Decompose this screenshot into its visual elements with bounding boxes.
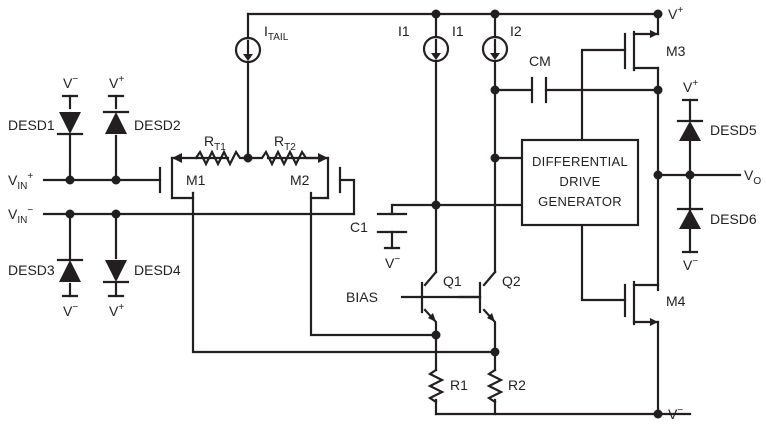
- bjt-q1: [420, 281, 436, 322]
- m2-source-arrow: [318, 153, 328, 163]
- label-i2: I2: [510, 23, 522, 39]
- label-desd2-v-plus: V+: [109, 74, 124, 91]
- diode-desd1: [56, 112, 84, 136]
- diode-desd5: [676, 119, 704, 141]
- diode-desd3: [56, 258, 84, 282]
- label-bias: BIAS: [346, 289, 378, 305]
- diode-desd6: [676, 207, 704, 229]
- label-desd2: DESD2: [134, 117, 181, 133]
- junction-dot: [65, 175, 75, 185]
- label-c1: C1: [350, 219, 368, 235]
- label-m3: M3: [666, 43, 686, 59]
- resistor-rt1: [194, 149, 250, 167]
- junction-dot: [431, 9, 441, 19]
- m1-source-arrow: [172, 153, 182, 163]
- junction-dot: [653, 170, 663, 180]
- label-desd3: DESD3: [8, 262, 55, 278]
- junction-dot: [490, 347, 500, 357]
- junction-dot: [685, 170, 695, 180]
- box-label-line1: DIFFERENTIAL: [532, 154, 628, 169]
- bjt-q2: [478, 281, 495, 322]
- label-r2: R2: [508, 377, 526, 393]
- mosfet-m3: [623, 30, 658, 72]
- label-m4: M4: [666, 293, 686, 309]
- label-i1-right: I1: [452, 23, 464, 39]
- label-desd1: DESD1: [8, 117, 55, 133]
- labels: V+ V− ITAIL I1 I1 I2 CM M3 M4 RT1 RT2 M1…: [8, 5, 761, 422]
- label-i-tail: ITAIL: [264, 23, 289, 43]
- junction-dot: [653, 85, 663, 95]
- label-vin-minus: VIN−: [8, 205, 33, 226]
- label-desd6-v-minus: V−: [683, 256, 698, 273]
- label-r1: R1: [450, 377, 468, 393]
- resistor-rt2: [246, 149, 320, 167]
- capacitor-c1: [376, 212, 408, 234]
- label-m2: M2: [290, 172, 310, 188]
- label-rt1: RT1: [204, 133, 226, 153]
- label-desd5-v-plus: V+: [683, 78, 698, 95]
- label-desd6: DESD6: [710, 211, 757, 227]
- differential-drive-generator-box: [520, 138, 640, 227]
- label-rt2: RT2: [274, 133, 296, 153]
- box-label-line3: GENERATOR: [538, 194, 622, 209]
- resistor-r2: [486, 368, 504, 404]
- junction-dot: [653, 9, 663, 19]
- diode-desd2: [102, 110, 130, 134]
- label-v-plus-top: V+: [668, 5, 683, 22]
- junction-dot: [653, 409, 663, 419]
- mosfet-m4: [623, 280, 658, 326]
- junction-dot: [111, 209, 121, 219]
- junction-dot: [65, 209, 75, 219]
- diode-desd4: [102, 260, 130, 284]
- label-desd1-v-minus: V−: [63, 74, 78, 91]
- junction-dot: [490, 9, 500, 19]
- label-vo: VO: [744, 167, 761, 187]
- current-source-i2: [481, 35, 509, 63]
- label-desd3-v-minus: V−: [63, 302, 78, 319]
- junction-dot: [431, 330, 441, 340]
- label-v-minus-bottom: V−: [668, 405, 683, 422]
- junction-dots: [65, 9, 695, 419]
- label-desd4-v-plus: V+: [109, 302, 124, 319]
- current-source-i1: [422, 35, 450, 63]
- label-vin-plus: VIN+: [8, 171, 33, 192]
- label-i1-left: I1: [398, 23, 410, 39]
- label-cm: CM: [529, 53, 551, 69]
- junction-dot: [490, 153, 500, 163]
- supply-ticks: [61, 94, 699, 298]
- current-source-i-tail: [234, 36, 262, 64]
- box-label-line2: DRIVE: [559, 174, 600, 189]
- resistor-r1: [427, 368, 445, 404]
- label-m1: M1: [186, 172, 206, 188]
- label-c1-v-minus: V−: [385, 254, 400, 271]
- junction-dot: [431, 200, 441, 210]
- label-q2: Q2: [502, 273, 521, 289]
- junction-dot: [490, 85, 500, 95]
- label-desd5: DESD5: [710, 122, 757, 138]
- label-desd4: DESD4: [134, 262, 181, 278]
- capacitor-cm: [530, 76, 548, 104]
- junction-dot: [111, 175, 121, 185]
- label-q1: Q1: [443, 273, 462, 289]
